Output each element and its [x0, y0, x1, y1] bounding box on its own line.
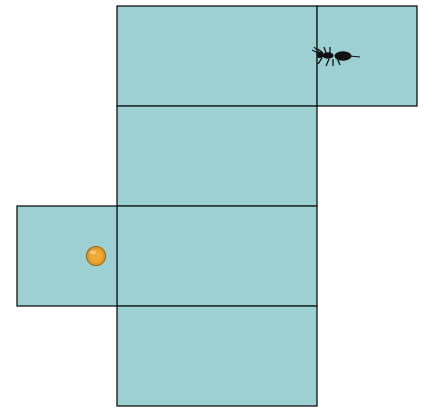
face-top-main — [117, 6, 317, 106]
face-bottom — [117, 306, 317, 406]
face-upper-middle — [117, 106, 317, 206]
net-faces — [17, 6, 417, 406]
crumb-icon — [87, 247, 106, 266]
face-middle — [117, 206, 317, 306]
